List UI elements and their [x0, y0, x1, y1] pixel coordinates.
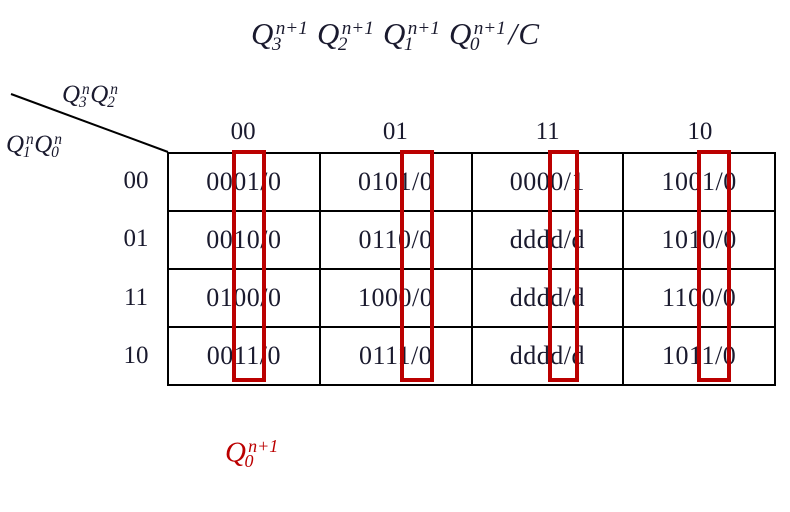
cell-r1-c2: dddd/d: [470, 210, 625, 270]
title-q3-var: Q: [250, 16, 274, 51]
row-axis-sup-1: n: [25, 131, 34, 148]
table-row: 0100/0 1000/0 dddd/d 1100/0: [167, 268, 776, 328]
cell-r3-c1: 0111/0: [318, 326, 473, 386]
column-axis-sup-1: n: [81, 81, 90, 98]
cell-r3-c3: 1011/0: [622, 326, 776, 386]
caption-sub: 0: [244, 450, 254, 471]
row-axis-sup-2: n: [54, 131, 62, 148]
cell-value: 1000/0: [358, 283, 434, 312]
cell-r2-c3: 1100/0: [622, 268, 776, 328]
title-q2-sup: n+1: [341, 18, 374, 40]
caption-var: Q: [225, 436, 246, 469]
cell-r1-c1: 0110/0: [318, 210, 473, 270]
column-header-10: 10: [687, 118, 713, 145]
cell-value: dddd/d: [509, 225, 585, 254]
title-q1-sub: 1: [403, 33, 414, 55]
column-header-11: 11: [535, 118, 560, 145]
cell-value: 0101/0: [358, 167, 434, 196]
table-row: 0010/0 0110/0 dddd/d 1010/0: [167, 210, 776, 270]
row-header-01: 01: [123, 225, 149, 253]
table-row: 0011/0 0111/0 dddd/d 1011/0: [167, 326, 776, 386]
cell-value: 0111/0: [358, 341, 433, 370]
figure-title: Q3n+1 Q2n+1 Q1n+1 Q0n+1/C: [0, 18, 790, 54]
row-header-00: 00: [123, 167, 149, 195]
cell-r0-c1: 0101/0: [318, 152, 473, 212]
title-q0-var: Q: [448, 16, 472, 51]
cell-r1-c3: 1010/0: [622, 210, 776, 270]
row-header-column: 00 01 11 10: [110, 152, 162, 385]
row-axis-var-2: Q: [34, 131, 53, 159]
title-term-q3: Q3n+1: [250, 16, 309, 54]
cell-r2-c2: dddd/d: [470, 268, 625, 328]
column-axis-sup-2: n: [110, 81, 118, 98]
cell-value: 0110/0: [358, 225, 433, 254]
row-axis-var-1: Q: [6, 131, 25, 159]
cell-value: 0010/0: [206, 225, 282, 254]
title-term-q1: Q1n+1: [382, 16, 441, 54]
row-axis-label: Q1nQ0n: [6, 132, 63, 160]
cell-r3-c0: 0011/0: [167, 326, 321, 386]
title-output-var: C: [518, 16, 540, 51]
cell-value: 0100/0: [206, 283, 282, 312]
cell-r2-c1: 1000/0: [318, 268, 473, 328]
cell-value: 1100/0: [661, 283, 737, 312]
cell-value: 1001/0: [661, 167, 737, 196]
cell-r0-c0: 0001/0: [167, 152, 321, 212]
title-q2-var: Q: [316, 16, 340, 51]
title-q3-sub: 3: [271, 33, 282, 55]
title-q1-var: Q: [382, 16, 406, 51]
column-axis-var-1: Q: [62, 81, 81, 109]
column-header-00: 00: [230, 118, 256, 145]
cell-value: dddd/d: [509, 283, 585, 312]
cell-value: 0011/0: [206, 341, 281, 370]
caption-sup: n+1: [248, 436, 279, 456]
cell-r0-c2: 0000/1: [470, 152, 625, 212]
row-header-11: 11: [123, 283, 149, 311]
title-q0-sup: n+1: [473, 18, 506, 40]
row-header-10: 10: [123, 341, 149, 369]
figure-caption: Q0n+1: [225, 437, 279, 470]
cell-value: 1011/0: [661, 341, 737, 370]
column-axis-var-2: Q: [90, 81, 109, 109]
title-q1-sup: n+1: [407, 18, 440, 40]
column-axis-label: Q3nQ2n: [62, 82, 119, 110]
title-term-q2: Q2n+1: [316, 16, 375, 54]
cell-value: 0000/1: [509, 167, 585, 196]
title-q2-sub: 2: [337, 33, 348, 55]
column-header-row: 00 01 11 10: [167, 118, 776, 146]
cell-value: 1010/0: [661, 225, 737, 254]
cell-r2-c0: 0100/0: [167, 268, 321, 328]
cell-value: 0001/0: [206, 167, 282, 196]
kmap-table: 0001/0 0101/0 0000/1 1001/0 0010/0 0110/…: [167, 152, 776, 386]
cell-r3-c2: dddd/d: [470, 326, 625, 386]
cell-value: dddd/d: [509, 341, 585, 370]
title-q0-sub: 0: [469, 33, 480, 55]
title-separator: /: [508, 16, 518, 51]
cell-r0-c3: 1001/0: [622, 152, 776, 212]
title-q3-sup: n+1: [275, 18, 308, 40]
column-header-01: 01: [382, 118, 408, 145]
table-row: 0001/0 0101/0 0000/1 1001/0: [167, 152, 776, 212]
title-term-q0: Q0n+1: [448, 16, 507, 54]
cell-r1-c0: 0010/0: [167, 210, 321, 270]
